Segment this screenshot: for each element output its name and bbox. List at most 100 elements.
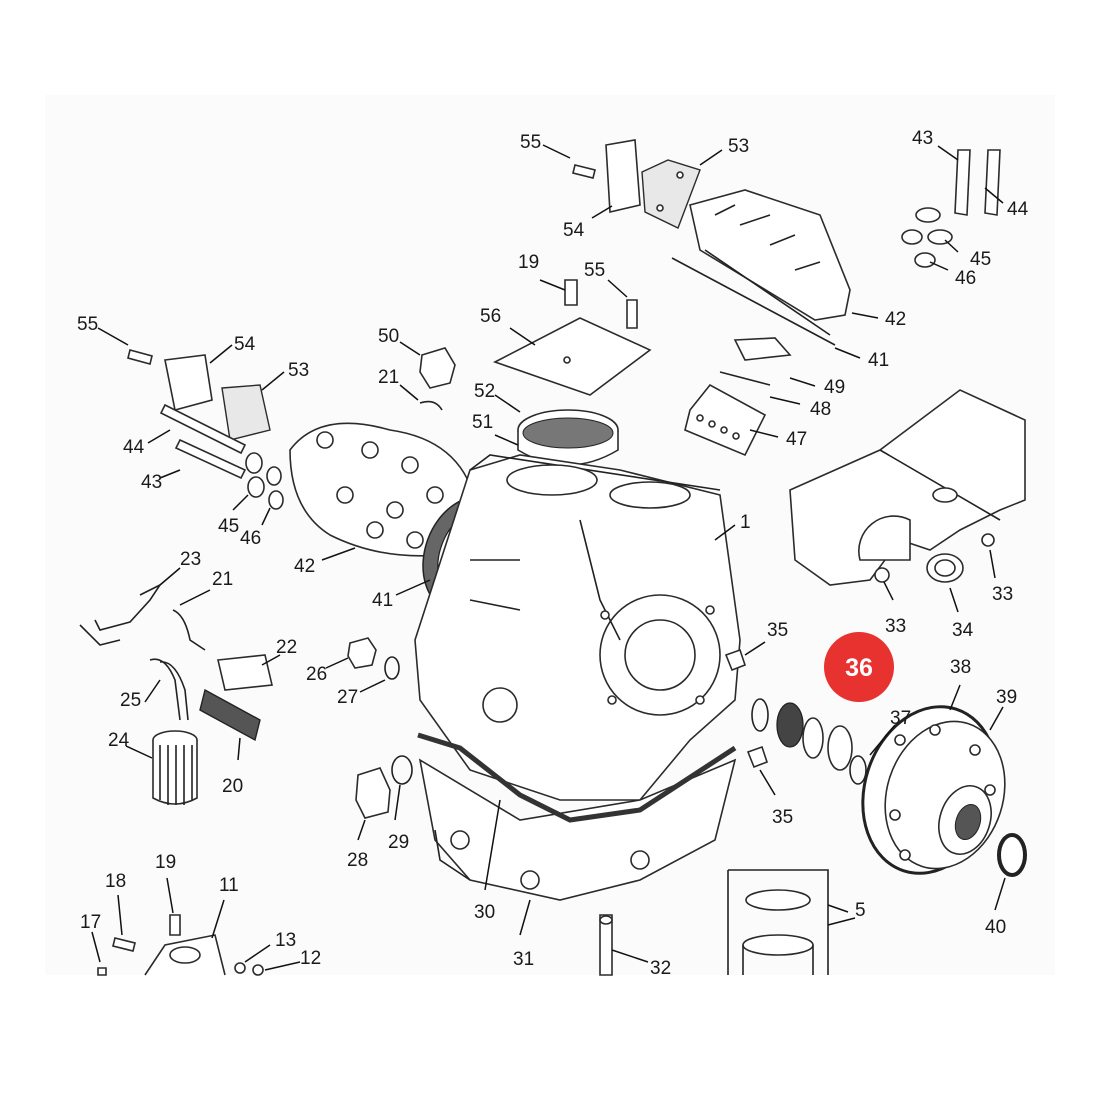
part-label-33a: 33: [885, 616, 906, 637]
part-label-26: 26: [306, 664, 327, 685]
part-label-22: 22: [276, 637, 297, 658]
part-label-39: 39: [996, 687, 1017, 708]
highlight-callout-36[interactable]: 36: [824, 632, 894, 702]
leader-lines: [91, 144, 1006, 971]
part-label-41b: 41: [372, 590, 393, 611]
plug-19: [564, 279, 578, 306]
oil-pan: [418, 758, 737, 901]
part-label-43b: 43: [141, 472, 162, 493]
part-label-17: 17: [80, 912, 101, 933]
part-label-32: 32: [650, 958, 671, 979]
bolt-43-left: [174, 438, 247, 480]
plate-54-left: [164, 354, 213, 411]
part-label-50: 50: [378, 326, 399, 347]
part-label-44b: 44: [123, 437, 145, 458]
plug-26: [347, 637, 377, 669]
part-label-45b: 45: [218, 516, 239, 537]
shaft-seal-assembly: [751, 698, 867, 785]
sight-glass-34: [926, 553, 964, 583]
part-label-5: 5: [855, 900, 866, 921]
valve-49: [733, 337, 792, 361]
part-label-21a: 21: [378, 367, 399, 388]
seal-28: [355, 767, 391, 819]
valve-plate-shim: [605, 139, 701, 229]
part-label-47: 47: [786, 429, 807, 450]
oil-filter-24: [152, 730, 198, 805]
part-label-43a: 43: [912, 128, 933, 149]
part-label-1: 1: [740, 512, 751, 533]
part-label-54b: 54: [234, 334, 256, 355]
part-label-13: 13: [275, 930, 296, 951]
part-label-42a: 42: [885, 309, 906, 330]
bolt-55-middle: [626, 299, 638, 329]
ring-27: [384, 656, 400, 680]
bearing-head-flange: [861, 705, 1006, 875]
part-label-52: 52: [474, 381, 495, 402]
hose-25: [149, 658, 181, 721]
part-label-30: 30: [474, 902, 495, 923]
part-label-11: 11: [219, 875, 239, 896]
part-label-41a: 41: [868, 350, 889, 371]
bolt-44-right: [984, 149, 1001, 216]
part-label-53b: 53: [288, 360, 309, 381]
ring-29: [391, 755, 413, 785]
part-label-37: 37: [890, 708, 911, 729]
part-label-23: 23: [180, 549, 201, 570]
rear-cylinder-head: [671, 189, 851, 346]
crankcase-block: [414, 454, 741, 801]
fitting-22: [217, 654, 273, 691]
fitting-35-top: [724, 648, 747, 672]
part-label-12: 12: [300, 948, 321, 969]
plug-33-right: [981, 533, 995, 547]
part-label-33b: 33: [992, 584, 1013, 605]
part-label-19b: 19: [155, 852, 176, 873]
part-label-56: 56: [480, 306, 501, 327]
oil-pan-gasket-30: [417, 732, 737, 823]
part-label-29: 29: [388, 832, 409, 853]
part-label-31: 31: [513, 949, 534, 970]
end-cover-frame: [789, 389, 1026, 586]
bolt-43-right: [954, 149, 971, 216]
strainer-20: [199, 688, 261, 742]
plug-33-left: [874, 567, 890, 583]
part-label-46a: 46: [955, 268, 976, 289]
part-label-25: 25: [120, 690, 141, 711]
part-label-54a: 54: [563, 220, 585, 241]
part-label-27: 27: [337, 687, 358, 708]
part-label-35a: 35: [767, 620, 788, 641]
part-label-21b: 21: [212, 569, 233, 590]
part-label-34: 34: [952, 620, 974, 641]
piston-5-box: [727, 869, 829, 975]
part-label-45a: 45: [970, 249, 991, 270]
part-label-35b: 35: [772, 807, 793, 828]
cover-plate-56: [492, 317, 652, 396]
callout-badge[interactable]: [824, 632, 894, 702]
bolt-55-top: [572, 164, 596, 179]
callout-label: 36: [845, 654, 873, 682]
part-label-46b: 46: [240, 528, 261, 549]
part-number-labels: 55 53 54 43 44 45 46 19 55 56 42 41 49 4…: [77, 128, 1029, 979]
bolt-44-left: [159, 403, 247, 455]
part-label-24: 24: [108, 730, 130, 751]
plug-50: [419, 347, 456, 389]
stud-32: [599, 914, 613, 976]
piston-51-52: [517, 409, 619, 466]
bracket-23: [94, 582, 163, 631]
part-label-49: 49: [824, 377, 845, 398]
bottom-left-parts: [97, 914, 264, 976]
left-cylinder-head: [289, 422, 477, 557]
fitting-35-bottom: [746, 745, 769, 769]
part-label-48: 48: [810, 399, 831, 420]
part-label-19a: 19: [518, 252, 539, 273]
ring-21-top: [419, 400, 443, 411]
part-label-40: 40: [985, 917, 1006, 938]
liner-47: [684, 383, 767, 457]
seal-40: [997, 833, 1027, 877]
part-label-55c: 55: [77, 314, 98, 335]
part-label-55b: 55: [584, 260, 605, 281]
part-label-51: 51: [472, 412, 493, 433]
shim-53-left: [221, 384, 271, 441]
part-label-18: 18: [105, 871, 126, 892]
